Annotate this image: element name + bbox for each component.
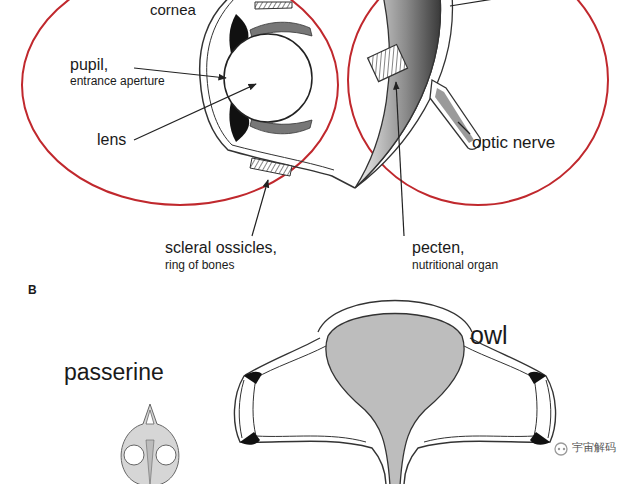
species-label: passerine	[64, 360, 164, 385]
leader-line	[458, 122, 470, 134]
eye-inner-outline	[207, 0, 334, 170]
part-label: optic nerve	[472, 134, 555, 153]
passerine-skull	[121, 404, 179, 484]
part-label: pecten,	[412, 239, 464, 257]
species-label: owl	[470, 322, 508, 350]
panel-letter: B	[28, 284, 37, 297]
scleral-ossicle	[250, 158, 292, 176]
watermark-icon	[555, 443, 567, 455]
part-note: entrance aperture	[70, 75, 165, 88]
leader-line	[134, 84, 256, 140]
watermark: 宇宙解码	[572, 442, 616, 454]
lens-circle	[224, 34, 312, 122]
pecten-symbol	[368, 45, 408, 82]
part-label: lens	[97, 131, 126, 149]
highlight-ellipse	[348, 0, 608, 205]
highlight-ellipse	[22, 0, 338, 205]
leader-line	[396, 82, 404, 236]
scleral-ossicle	[255, 2, 292, 9]
part-label: pupil,	[70, 56, 108, 74]
leader-line	[450, 0, 500, 6]
part-label: cornea	[150, 2, 196, 19]
eye-outline	[200, 0, 355, 188]
part-label: scleral ossicles,	[165, 239, 277, 257]
retina	[355, 0, 441, 188]
owl-skull	[234, 301, 555, 484]
optic-nerve-core	[435, 88, 474, 143]
part-note: nutritional organ	[412, 259, 498, 272]
part-note: ring of bones	[165, 259, 234, 272]
leader-line	[252, 180, 268, 236]
